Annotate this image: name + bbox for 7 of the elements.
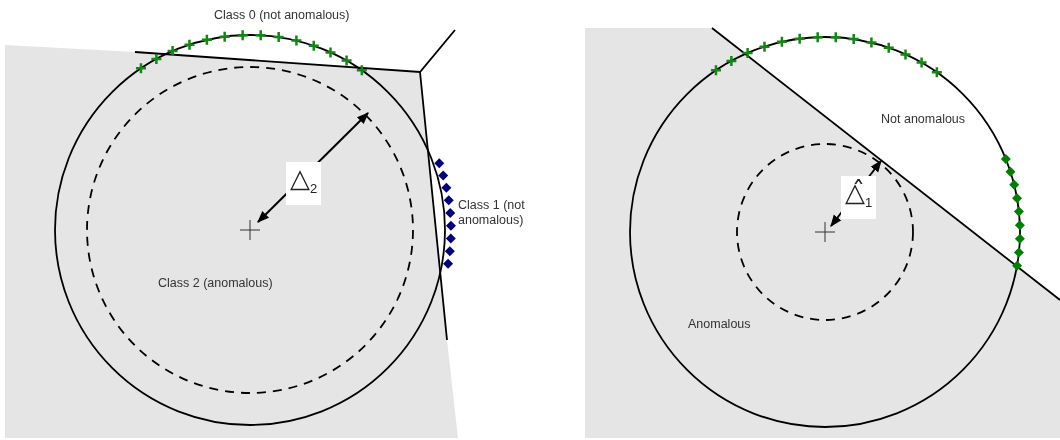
region-label: Class 0 (not anomalous)	[214, 8, 350, 23]
distance-symbol: △̂$_{1}$	[841, 176, 877, 220]
region-label: Anomalous	[688, 317, 751, 332]
distance-symbol: △$_{2}$	[286, 162, 322, 206]
region-label: Class 2 (anomalous)	[158, 276, 273, 291]
region-label: Class 1 (not anomalous)	[458, 198, 526, 228]
region-label: Not anomalous	[881, 112, 966, 127]
